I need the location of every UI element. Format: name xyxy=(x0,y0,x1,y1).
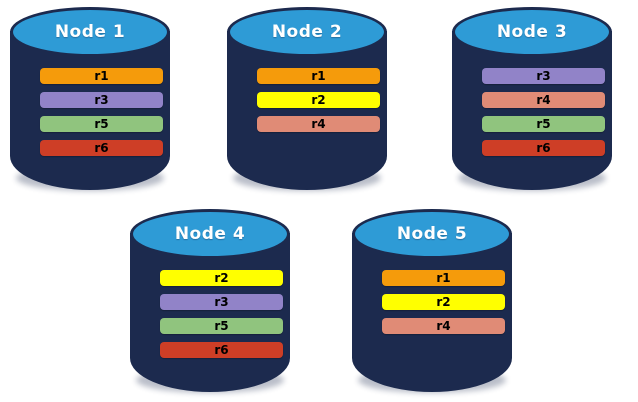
database-node-5[interactable]: Node 5 r1 r2 r4 xyxy=(352,207,512,393)
node-title: Node 3 xyxy=(496,22,568,42)
record-bar[interactable]: r4 xyxy=(382,318,505,334)
node-title: Node 2 xyxy=(271,22,343,42)
record-bar[interactable]: r4 xyxy=(482,92,605,108)
record-list: r1 r2 r4 xyxy=(257,68,380,132)
cylinder-top-ellipse: Node 1 xyxy=(10,7,170,57)
record-bar[interactable]: r1 xyxy=(257,68,380,84)
record-bar[interactable]: r4 xyxy=(257,116,380,132)
record-list: r2 r3 r5 r6 xyxy=(160,270,283,358)
cylinder-body xyxy=(352,233,512,392)
record-bar[interactable]: r2 xyxy=(257,92,380,108)
record-bar[interactable]: r6 xyxy=(40,140,163,156)
record-bar[interactable]: r6 xyxy=(482,140,605,156)
record-bar[interactable]: r1 xyxy=(382,270,505,286)
record-list: r1 r3 r5 r6 xyxy=(40,68,163,156)
record-bar[interactable]: r3 xyxy=(482,68,605,84)
cylinder-body xyxy=(130,233,290,392)
cylinder-top-ellipse: Node 2 xyxy=(227,7,387,57)
cylinder-body xyxy=(10,31,170,190)
record-bar[interactable]: r6 xyxy=(160,342,283,358)
node-title: Node 1 xyxy=(54,22,126,42)
record-bar[interactable]: r5 xyxy=(40,116,163,132)
record-list: r1 r2 r4 xyxy=(382,270,505,334)
record-bar[interactable]: r2 xyxy=(382,294,505,310)
record-bar[interactable]: r3 xyxy=(40,92,163,108)
record-list: r3 r4 r5 r6 xyxy=(482,68,605,156)
database-node-1[interactable]: Node 1 r1 r3 r5 r6 xyxy=(10,5,170,191)
database-node-4[interactable]: Node 4 r2 r3 r5 r6 xyxy=(130,207,290,393)
cylinder-top-ellipse: Node 4 xyxy=(130,209,290,259)
cylinder-top-ellipse: Node 5 xyxy=(352,209,512,259)
cylinder-body xyxy=(452,31,612,190)
node-title: Node 4 xyxy=(174,224,246,244)
record-bar[interactable]: r2 xyxy=(160,270,283,286)
record-bar[interactable]: r1 xyxy=(40,68,163,84)
record-bar[interactable]: r5 xyxy=(160,318,283,334)
database-node-3[interactable]: Node 3 r3 r4 r5 r6 xyxy=(452,5,612,191)
cylinder-body xyxy=(227,31,387,190)
record-bar[interactable]: r5 xyxy=(482,116,605,132)
record-bar[interactable]: r3 xyxy=(160,294,283,310)
node-title: Node 5 xyxy=(396,224,468,244)
cylinder-top-ellipse: Node 3 xyxy=(452,7,612,57)
database-node-2[interactable]: Node 2 r1 r2 r4 xyxy=(227,5,387,191)
